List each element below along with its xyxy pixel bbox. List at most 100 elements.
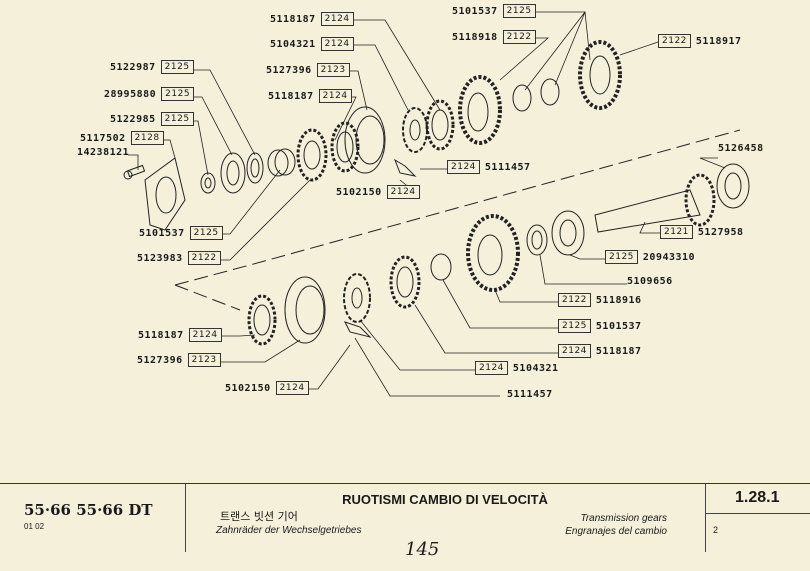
- nut: [200, 172, 216, 194]
- part-number: 5122985: [110, 113, 156, 125]
- callout: 5118187 2124: [270, 12, 354, 26]
- part-number: 5111457: [484, 161, 531, 173]
- callout: 5126458: [718, 143, 764, 154]
- main-shaft: [594, 173, 716, 233]
- group-number: 2128: [130, 131, 164, 145]
- group-number: 2122: [502, 30, 536, 44]
- gear: [578, 40, 622, 110]
- callout: 14238121: [77, 147, 129, 158]
- hub: [402, 107, 428, 153]
- part-number: 5104321: [270, 38, 316, 50]
- part-number: 5118187: [270, 13, 316, 25]
- bushing: [512, 78, 560, 112]
- synchro-ring: [247, 294, 277, 346]
- gear: [466, 214, 520, 292]
- part-number: 5101537: [595, 320, 642, 332]
- synchro-ring: [389, 255, 421, 309]
- part-number: 5118187: [595, 345, 642, 357]
- bushing: [430, 253, 452, 281]
- callout: 5127396 2123: [137, 353, 221, 367]
- bearing: [551, 210, 585, 256]
- handwritten-page-number: 145: [405, 539, 440, 560]
- synchro-ring: [330, 121, 360, 173]
- part-number: 20943310: [642, 251, 696, 263]
- bolt: [123, 164, 146, 180]
- title-block: 55·66 55·66 DT 01 02 RUOTISMI CAMBIO DI …: [0, 483, 810, 571]
- hub: [343, 273, 371, 323]
- bearing: [220, 152, 246, 194]
- title-english: Transmission gears: [580, 513, 667, 524]
- part-number: 5122987: [110, 61, 156, 73]
- ring: [526, 224, 548, 256]
- part-number: 5118187: [268, 90, 314, 102]
- group-number: 2125: [189, 226, 223, 240]
- synchro-ring: [425, 99, 455, 151]
- group-number: 2122: [558, 293, 591, 307]
- gear-drawing: [123, 11, 750, 397]
- part-number: 5118916: [595, 294, 642, 306]
- callout: 2121 5127958: [660, 225, 744, 239]
- callout: 5101537 2125: [139, 226, 223, 240]
- group-number: 2124: [320, 12, 354, 26]
- key: [394, 158, 417, 177]
- title-spanish: Engranajes del cambio: [565, 526, 667, 537]
- group-number: 2125: [160, 112, 194, 126]
- group-number: 2125: [161, 87, 195, 101]
- group-number: 2125: [160, 60, 194, 74]
- callout: 2125 5101537: [558, 319, 642, 333]
- callout: 5109656: [627, 276, 673, 287]
- callout: 2124 5111457: [447, 160, 531, 174]
- part-number: 5123983: [137, 252, 183, 264]
- part-number: 5104321: [512, 362, 559, 374]
- group-number: 2124: [447, 160, 480, 174]
- part-number: 5118918: [452, 31, 498, 43]
- part-number: 5102150: [336, 186, 382, 198]
- group-number: 2123: [316, 63, 350, 77]
- callout: 2125 20943310: [605, 250, 695, 264]
- callout: 5117502 2128: [80, 131, 164, 145]
- group-number: 2124: [275, 381, 309, 395]
- part-number: 5118187: [138, 329, 184, 341]
- divider: [185, 484, 186, 552]
- group-number: 2124: [386, 185, 420, 199]
- part-number: 5118917: [695, 35, 742, 47]
- group-number: 2123: [187, 353, 221, 367]
- key: [344, 321, 372, 338]
- callout: 5127396 2123: [266, 63, 350, 77]
- group-number: 2125: [605, 250, 638, 264]
- part-number: 5102150: [225, 382, 271, 394]
- group-number: 2124: [320, 37, 354, 51]
- title-korean: 트랜스 빗션 기어: [220, 510, 298, 523]
- section-divider-line: [174, 129, 741, 311]
- callout: 2124 5118187: [558, 344, 642, 358]
- part-number: 5101537: [139, 227, 185, 239]
- callout: 5102150 2124: [225, 381, 309, 395]
- ring: [246, 152, 264, 184]
- callout: 5118918 2122: [452, 30, 536, 44]
- part-number: 5111457: [507, 389, 553, 400]
- callout: 5122987 2125: [110, 60, 194, 74]
- part-number: 5117502: [80, 132, 126, 144]
- callout: 5111457: [507, 389, 553, 400]
- bushing: [267, 148, 296, 177]
- bearing: [716, 163, 750, 209]
- part-number: 5127396: [266, 64, 312, 76]
- divider: [705, 513, 810, 514]
- callout: 5122985 2125: [110, 112, 194, 126]
- part-number: 28995880: [104, 88, 157, 100]
- part-number: 14238121: [77, 147, 130, 158]
- part-number: 5127396: [137, 354, 183, 366]
- model-names: 55·66 55·66 DT: [24, 501, 153, 519]
- part-number: 5101537: [452, 5, 498, 17]
- group-number: 2124: [558, 344, 591, 358]
- part-number: 5127958: [697, 226, 744, 238]
- part-number: 5109656: [627, 276, 673, 287]
- group-number: 2122: [187, 251, 221, 265]
- callout: 28995880 2125: [104, 87, 195, 101]
- group-number: 2121: [660, 225, 693, 239]
- group-number: 2125: [558, 319, 591, 333]
